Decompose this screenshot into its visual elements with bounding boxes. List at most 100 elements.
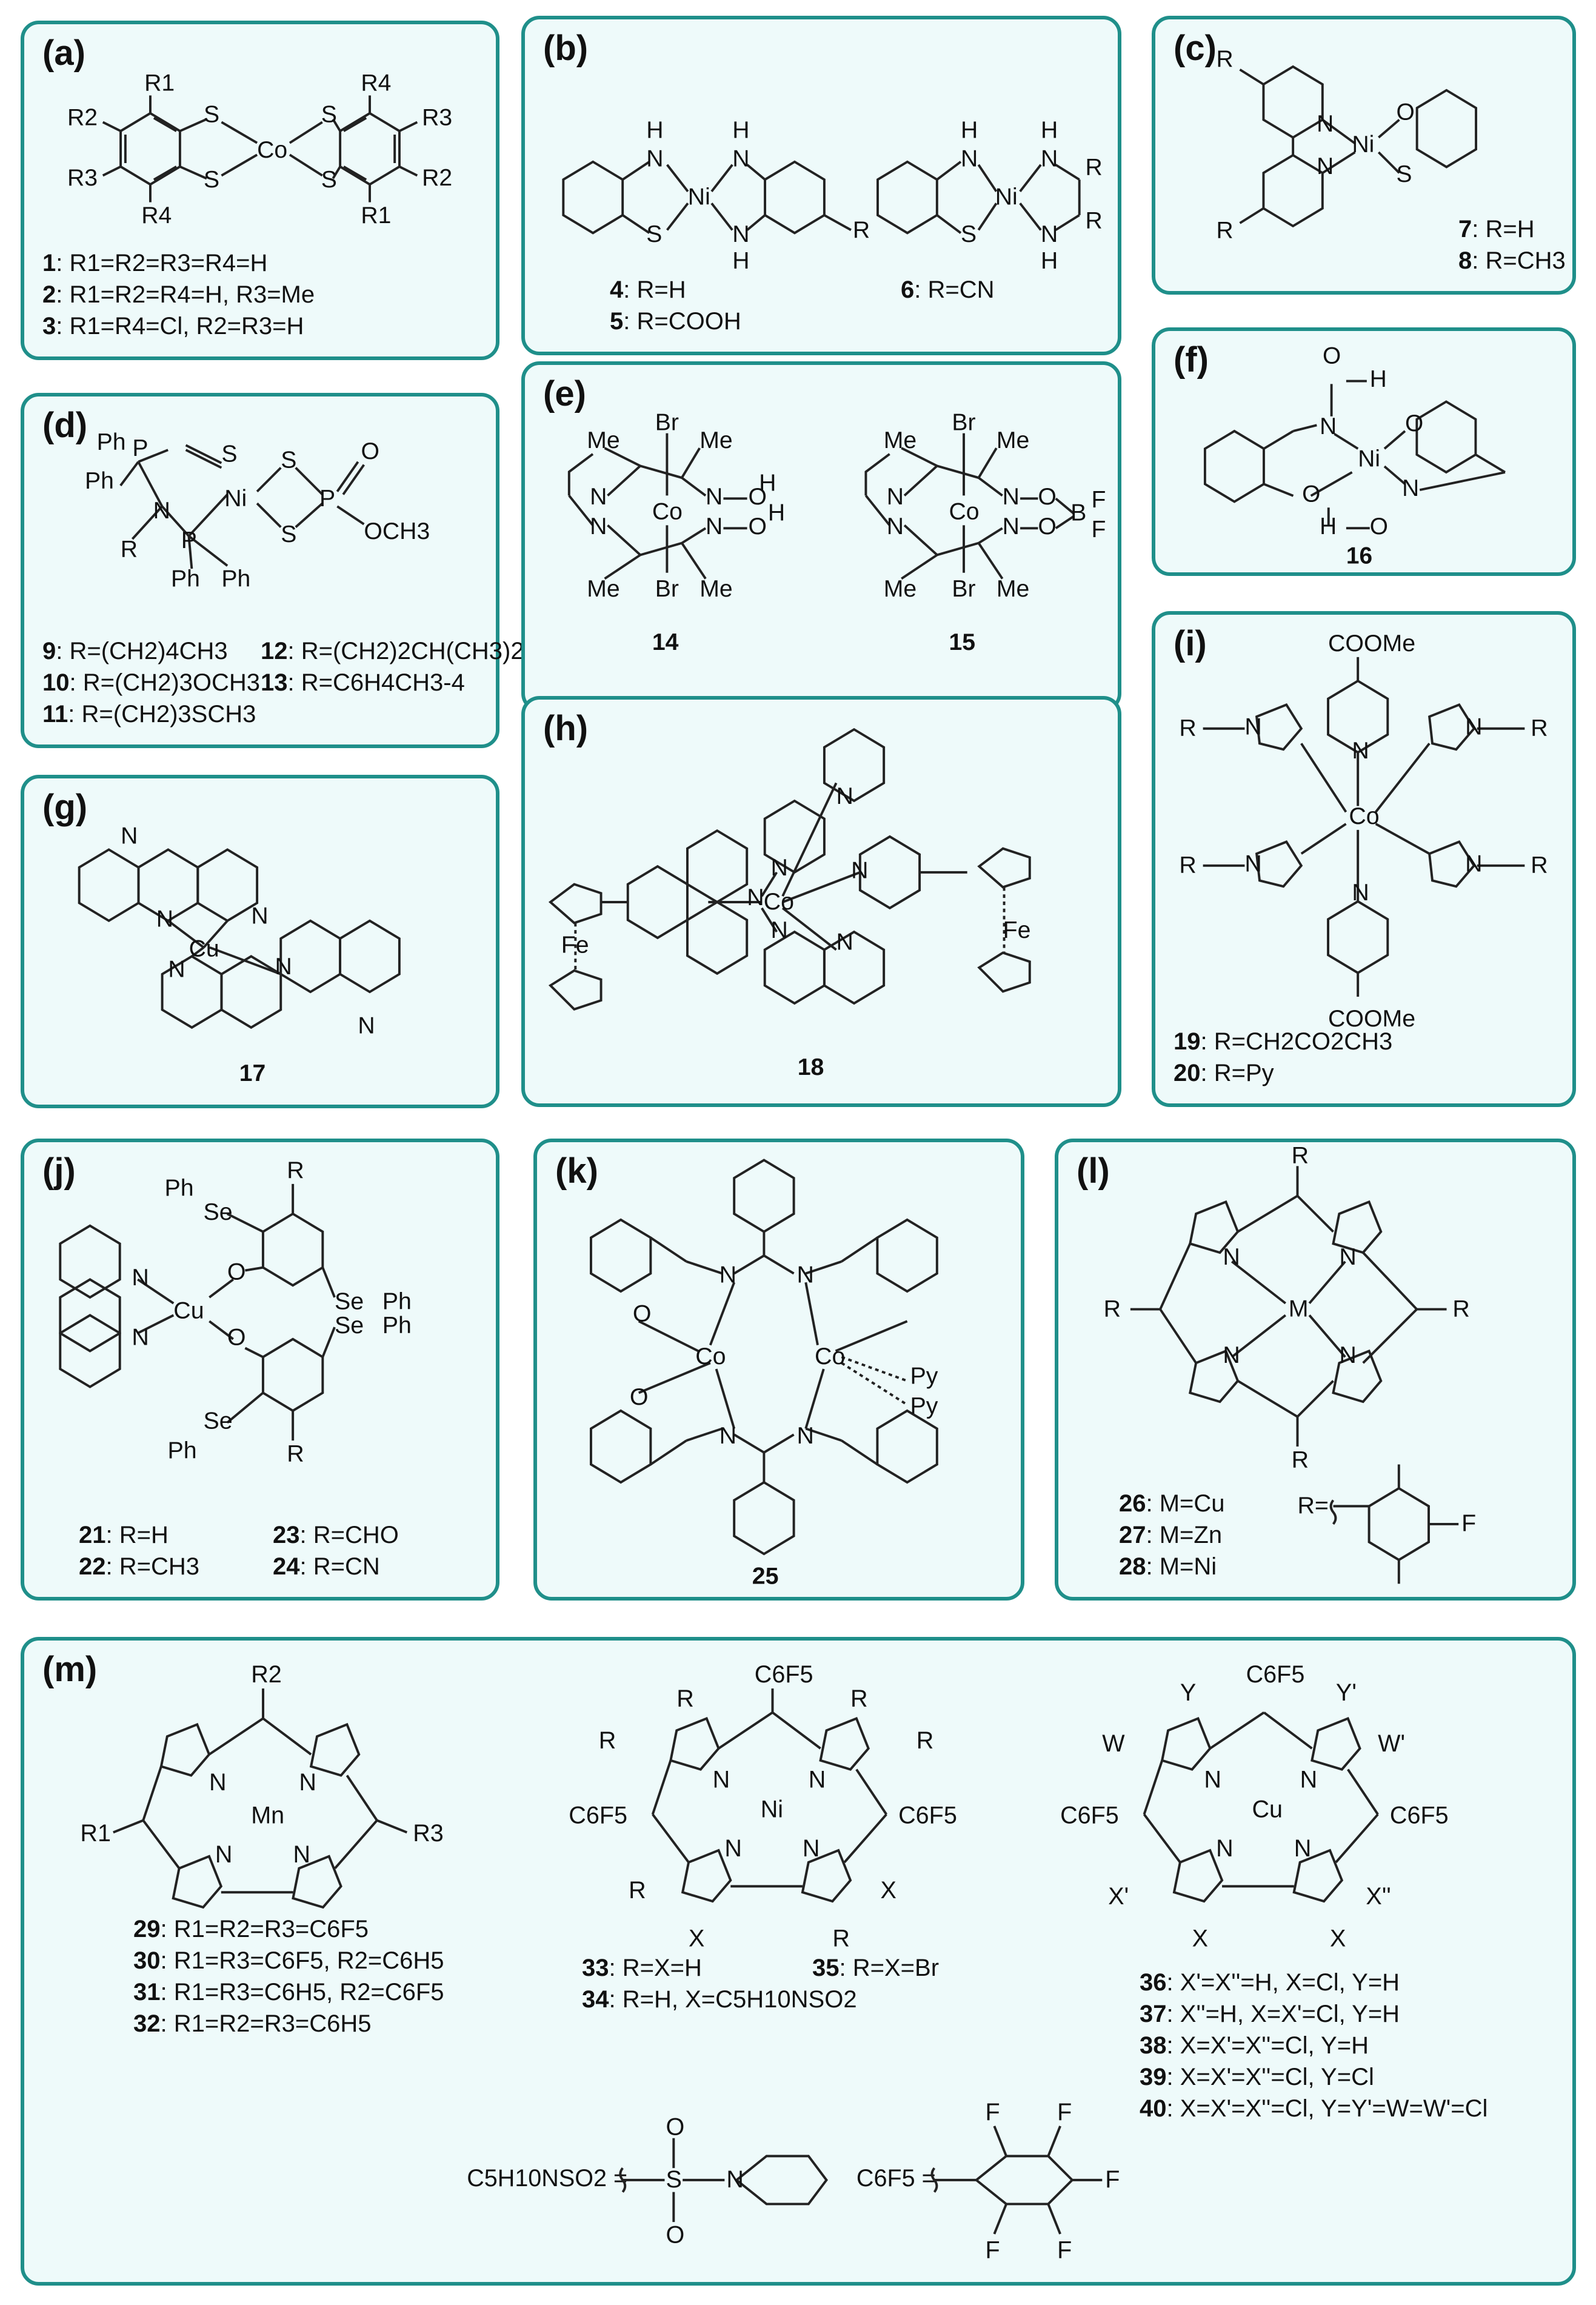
atom-n: N: [1223, 1342, 1240, 1368]
atom-o: O: [361, 438, 379, 464]
legend-line-33: 33: R=X=H: [582, 1955, 702, 1981]
atom-ni: Ni: [224, 486, 247, 512]
panel-m-label: (m): [42, 1650, 98, 1689]
atom-ph: Ph: [165, 1175, 194, 1202]
panel-j: (j) N N Cu O O Ph Se Se Ph Se Ph Se Ph R…: [21, 1139, 499, 1601]
atom-n: N: [1244, 714, 1261, 740]
atom-br: Br: [952, 410, 975, 436]
panel-m-legend-mid-extra: 35: R=X=Br: [812, 1952, 939, 1984]
atom-r3: R3: [67, 165, 98, 191]
atom-n: N: [797, 1422, 814, 1449]
panel-a-legend: 1: R1=R2=R3=R4=H 2: R1=R2=R4=H, R3=Me 3:…: [42, 247, 315, 342]
legend-line-31: 31: R1=R3=C6H5, R2=C6F5: [133, 1979, 444, 2006]
panel-l-structure: R R R R M N N N N R= F: [1104, 1142, 1476, 1584]
atom-ph: Ph: [85, 468, 114, 494]
legend-line-13: 13: R=C6H4CH3-4: [261, 669, 465, 696]
atom-n: N: [293, 1841, 310, 1868]
atom-br: Br: [655, 576, 679, 602]
atom-o: O: [1302, 481, 1320, 507]
atom-n: N: [720, 1261, 736, 1288]
atom-ni: Ni: [1358, 446, 1380, 472]
panel-d: (d) P S Ph Ph N R P Ph Ph Ni S S P O OCH…: [21, 393, 524, 748]
atom-m: M: [1289, 1295, 1309, 1322]
atom-s: S: [321, 101, 337, 127]
atom-r: R: [917, 1727, 934, 1754]
atom-n: N: [851, 857, 868, 884]
atom-h: H: [732, 118, 749, 144]
panel-f-structure: O H N O Ni O N H O 16: [1203, 343, 1506, 569]
atom-s: S: [1397, 161, 1412, 187]
atom-n: N: [1041, 221, 1058, 247]
panel-g-label: (g): [42, 788, 88, 827]
atom-n: N: [646, 146, 663, 172]
atom-r: R: [1217, 46, 1234, 72]
atom-r2: R2: [251, 1661, 282, 1688]
atom-w: W': [1378, 1730, 1405, 1757]
panel-b: (b) N S Ni N N H H H R N S Ni N N H H H …: [521, 16, 1121, 355]
atom-x: X'': [1366, 1883, 1391, 1910]
panel-m-legend-right: 36: X'=X''=H, X=Cl, Y=H 37: X''=H, X=X'=…: [1140, 1967, 1487, 2124]
atom-h: H: [646, 118, 663, 144]
legend-line-1: 1: R1=R2=R3=R4=H: [42, 250, 268, 276]
atom-f: F: [986, 2099, 1000, 2126]
atom-r: R: [1531, 715, 1548, 741]
atom-x: X: [689, 1925, 704, 1952]
atom-n: N: [168, 957, 185, 983]
atom-co: Co: [949, 499, 980, 525]
atom-n: N: [590, 514, 607, 540]
atom-n: N: [732, 146, 749, 172]
atom-ph: Ph: [97, 429, 126, 455]
atom-fe: Fe: [561, 931, 589, 958]
atom-me: Me: [997, 427, 1029, 453]
atom-co: Co: [695, 1343, 726, 1370]
atom-ph: Ph: [221, 566, 250, 592]
atom-o: O: [227, 1324, 246, 1351]
legend-line-28: 28: M=Ni: [1119, 1553, 1217, 1580]
atom-s: S: [204, 101, 219, 127]
atom-me: Me: [700, 427, 732, 453]
panel-i: (i) COOMe COOMe Co N N R R R R N N N N 1…: [1152, 611, 1576, 1107]
panel-j-legend-right: 23: R=CHO 24: R=CN: [273, 1519, 399, 1582]
c6f5-definition: C6F5 = F F F F F: [856, 2099, 1120, 2263]
legend-line-37: 37: X''=H, X=X'=Cl, Y=H: [1140, 2001, 1400, 2027]
panel-a-label: (a): [42, 33, 85, 73]
atom-o: O: [227, 1258, 246, 1285]
atom-r3: R3: [413, 1820, 444, 1847]
panel-a-structure: S S S S Co R1 R2 R3 R4 R4 R3 R2 R1: [67, 70, 452, 229]
atom-n: N: [1041, 146, 1058, 172]
legend-line-36: 36: X'=X''=H, X=Cl, Y=H: [1140, 1969, 1400, 1996]
atom-ni: Ni: [995, 184, 1018, 210]
legend-line-5: 5: R=COOH: [610, 308, 741, 335]
atom-r: R: [287, 1440, 304, 1467]
atom-n: N: [156, 906, 173, 932]
atom-o: O: [666, 2114, 684, 2141]
atom-o: O: [1323, 343, 1341, 369]
atom-o: O: [749, 514, 767, 540]
atom-n: N: [1352, 737, 1369, 764]
atom-r: R: [1217, 217, 1234, 243]
atom-n: N: [797, 1261, 814, 1288]
atom-o: O: [666, 2222, 684, 2249]
atom-ph: Ph: [382, 1288, 412, 1315]
atom-n: N: [358, 1013, 375, 1039]
legend-line-12: 12: R=(CH2)2CH(CH3)2: [261, 638, 524, 664]
atom-p: P: [181, 527, 197, 554]
atom-f: F: [1057, 2236, 1072, 2263]
atom-p: P: [319, 486, 335, 512]
legend-line-20: 20: R=Py: [1174, 1060, 1274, 1086]
panel-c-label: (c): [1174, 28, 1217, 68]
panel-k-structure: N N O Co Co O Py Py N N 25: [589, 1159, 938, 1589]
compound-label: 14: [652, 629, 679, 655]
atom-br: Br: [952, 576, 975, 602]
atom-r: R: [832, 1925, 850, 1952]
atom-n: N: [1223, 1243, 1240, 1270]
atom-c6f5: C6F5: [1060, 1802, 1119, 1829]
atom-h: H: [1370, 366, 1387, 392]
legend-line-38: 38: X=X'=X''=Cl, Y=H: [1140, 2032, 1369, 2059]
atom-py: Py: [910, 1363, 938, 1390]
atom-ph: Ph: [382, 1312, 412, 1339]
atom-ni: Ni: [761, 1796, 783, 1823]
atom-n: N: [1317, 153, 1334, 179]
compound-label: 18: [798, 1054, 824, 1080]
atom-r: R: [1452, 1295, 1469, 1322]
